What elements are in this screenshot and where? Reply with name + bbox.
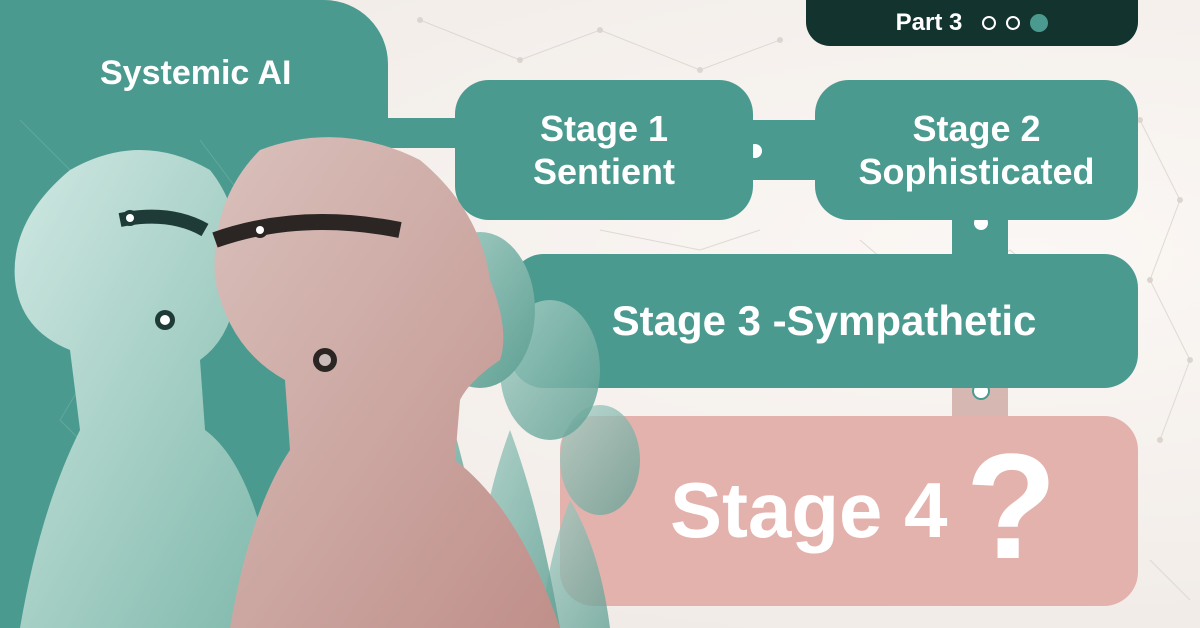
page-dot-1: [982, 16, 997, 30]
robot-middle-pink: [212, 137, 560, 628]
stage-2-subtitle: Sophisticated: [858, 151, 1095, 192]
stage-2-box: Stage 2 Sophisticated: [815, 80, 1138, 220]
robot-front-mint: [14, 150, 280, 628]
stage-3-box: Stage 3 -Sympathetic: [510, 254, 1138, 388]
stage-2-title: Stage 2: [912, 107, 1041, 149]
stage-3-title: Stage 3 -Sympathetic: [611, 296, 1037, 344]
stage-4-box: Stage 4 ?: [560, 416, 1138, 606]
stage-1-title: Stage 1: [539, 107, 669, 149]
stage-4-title: Stage 4: [670, 466, 948, 555]
page-dot-2: [1006, 16, 1021, 30]
question-mark: ?: [965, 422, 1058, 590]
part-label: Part 3: [895, 9, 963, 36]
stage-1-box: Stage 1 Sentient: [455, 80, 753, 220]
systemic-ai-title: Systemic AI: [100, 54, 292, 92]
page-dot-3-active: [1030, 14, 1049, 32]
robot-heads-illustration: [14, 137, 640, 628]
part-indicator: Part 3: [806, 0, 1138, 46]
connector-panel-stage1: [388, 118, 455, 148]
robot-far-4: [540, 405, 640, 628]
stage-1-subtitle: Sentient: [532, 151, 675, 192]
